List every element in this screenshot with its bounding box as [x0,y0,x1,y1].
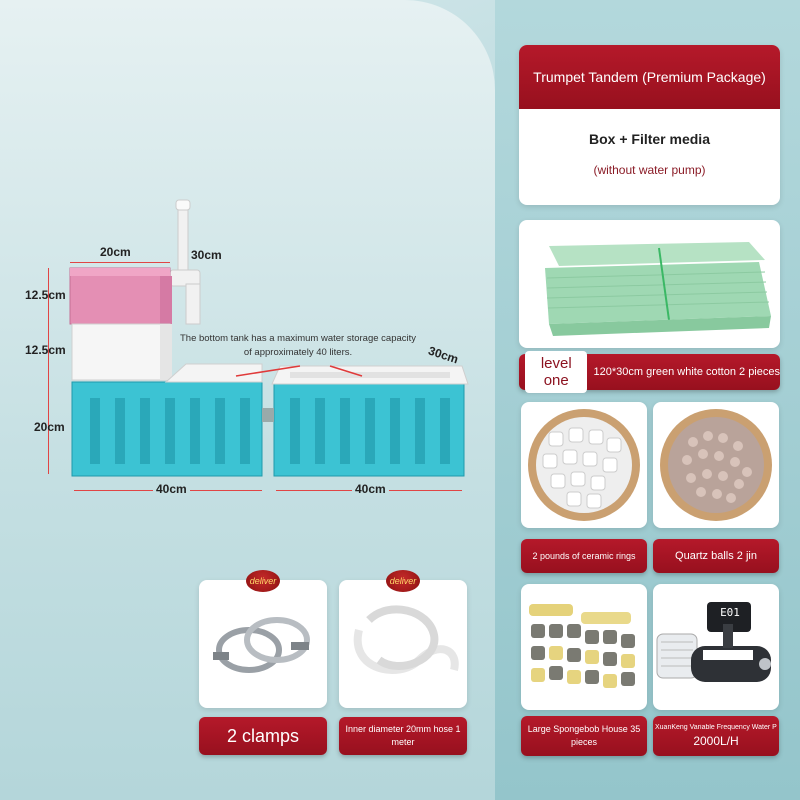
dim-line-left [48,268,49,474]
dim-h3: 20cm [34,420,65,434]
spongebob-card [521,584,647,710]
clamps-label: 2 clamps [199,717,327,755]
pump-label: XuanKeng Variable Frequency Water Pump 2… [653,716,779,756]
clamps-image [213,617,310,673]
hose-card [339,580,467,708]
package-line1: Box + Filter media [589,131,710,147]
dim-pipe: 30cm [191,248,222,262]
capacity-note: The bottom tank has a maximum water stor… [179,333,417,358]
cotton-label: level one 120*30cm green white cotton 2 … [519,351,780,393]
cotton-level-tag: level one [525,351,588,393]
quartz-card [653,402,779,528]
pump-flow: 2000L/H [693,734,739,748]
pink-box [69,267,171,325]
ceramic-rings-image [528,409,640,521]
dim-bottom-left: 40cm [153,482,190,496]
pump-card: E01 [653,584,779,710]
package-title: Trumpet Tandem (Premium Package) [519,45,780,109]
pump-image [656,602,771,682]
package-card: Trumpet Tandem (Premium Package) Box + F… [519,45,780,205]
ceramic-card [521,402,647,528]
spongebob-image [529,604,635,688]
dim-h2: 12.5cm [25,343,66,357]
cotton-image [545,242,771,336]
dim-top-width: 20cm [100,245,131,259]
quartz-balls-image [660,409,772,521]
hose-deliver-badge: deliver [386,570,420,592]
white-box [71,323,171,381]
quartz-label: Quartz balls 2 jin [653,539,779,573]
dim-bottom-right: 40cm [352,482,389,496]
dim-h1: 12.5cm [25,288,66,302]
cotton-desc: 120*30cm green white cotton 2 pieces [593,366,780,378]
spongebob-label: Large Spongebob House 35 pieces [521,716,647,756]
hose-label: Inner diameter 20mm hose 1 meter [339,717,467,755]
ceramic-label: 2 pounds of ceramic rings [521,539,647,573]
dim-line-top [70,262,170,263]
pump-display: E01 [720,606,740,619]
package-line2: (without water pump) [593,163,706,177]
tank-illustration [69,199,469,477]
clamps-card [199,580,327,708]
hose-image [353,605,459,674]
clamps-deliver-badge: deliver [246,570,280,592]
cotton-card [519,220,780,348]
pump-desc: XuanKeng Variable Frequency Water Pump [655,724,777,731]
